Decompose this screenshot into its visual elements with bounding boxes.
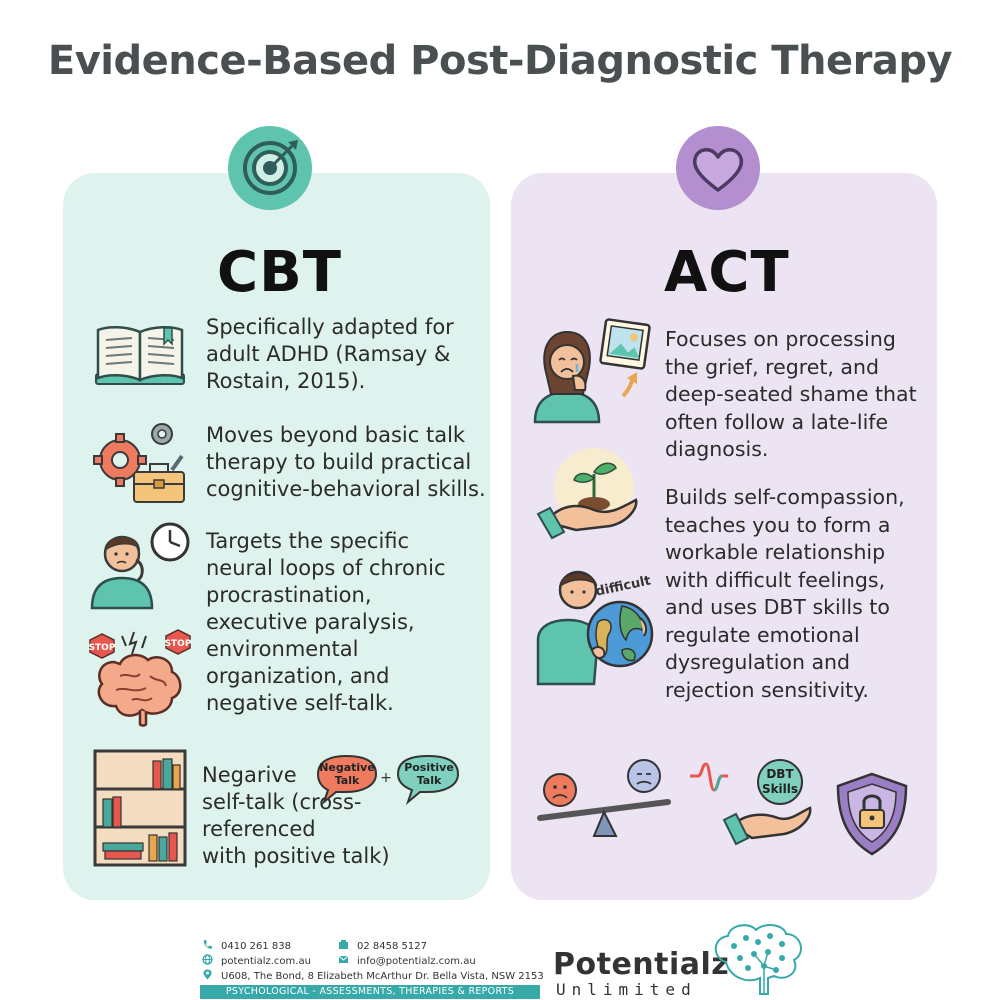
talk-bubbles: Negative Talk + Positive Talk <box>312 752 464 808</box>
brain-stop-icon: STOP STOP <box>80 626 198 730</box>
act-heading: ACT <box>664 240 790 305</box>
difficult-label: difficult <box>594 573 652 599</box>
gears-toolbox-icon <box>90 420 190 506</box>
footer-web[interactable]: potentialz.com.au <box>202 954 311 967</box>
brain-tree-logo-icon <box>706 922 816 1000</box>
footer-address: U608, The Bond, 8 Elizabeth McArthur Dr.… <box>202 969 544 982</box>
mail-icon <box>338 954 349 965</box>
globe-icon <box>202 954 213 965</box>
brand-name: Potentialz <box>553 947 730 982</box>
dbt-skills-hand-icon: DBT Skills <box>686 756 818 846</box>
cbt-heading: CBT <box>217 240 342 305</box>
footer-phone[interactable]: 0410 261 838 <box>202 939 291 952</box>
act-item-2-text: Builds self-compassion, teaches you to f… <box>665 485 905 702</box>
stop-sign-right: STOP <box>165 639 192 649</box>
bookshelf-icon <box>93 749 187 867</box>
open-book-icon <box>92 322 188 394</box>
act-item-1-text: Focuses on processing the grief, regret,… <box>665 327 917 461</box>
cbt-item-3-text: Targets the specific neural loops of chr… <box>206 529 446 715</box>
cbt-item-2-text: Moves beyond basic talk therapy to build… <box>206 423 486 501</box>
negative-talk-line-1: Negative <box>319 761 375 774</box>
fax-icon <box>338 939 349 950</box>
target-icon <box>243 140 298 195</box>
location-pin-icon <box>202 969 213 980</box>
crying-person-icon <box>533 318 653 424</box>
negative-talk-line-2: Talk <box>335 774 360 787</box>
cbt-badge <box>228 126 312 210</box>
shield-lock-icon <box>834 772 910 856</box>
act-badge <box>676 126 760 210</box>
positive-talk-line-2: Talk <box>417 774 442 787</box>
footer-email[interactable]: info@potentialz.com.au <box>338 954 476 967</box>
dbt-label-line-1: DBT <box>766 767 794 781</box>
stop-sign-left: STOP <box>89 643 116 653</box>
plus-sign: + <box>380 770 392 786</box>
cbt-item-1-text: Specifically adapted for adult ADHD (Ram… <box>206 315 454 393</box>
sprout-hand-icon <box>536 444 640 540</box>
phone-icon <box>202 939 213 950</box>
heart-icon <box>692 148 744 192</box>
seesaw-emotions-icon <box>536 756 676 846</box>
page-title: Evidence-Based Post-Diagnostic Therapy <box>47 38 953 84</box>
footer-fax[interactable]: 02 8458 5127 <box>338 939 427 952</box>
positive-talk-line-1: Positive <box>404 761 454 774</box>
footer-tagline: PSYCHOLOGICAL - ASSESSMENTS, THERAPIES &… <box>200 985 540 999</box>
brand-subtitle: Unlimited <box>556 980 697 999</box>
person-globe-icon: difficult <box>534 560 658 688</box>
person-clock-icon <box>88 520 192 610</box>
dbt-label-line-2: Skills <box>762 782 798 796</box>
